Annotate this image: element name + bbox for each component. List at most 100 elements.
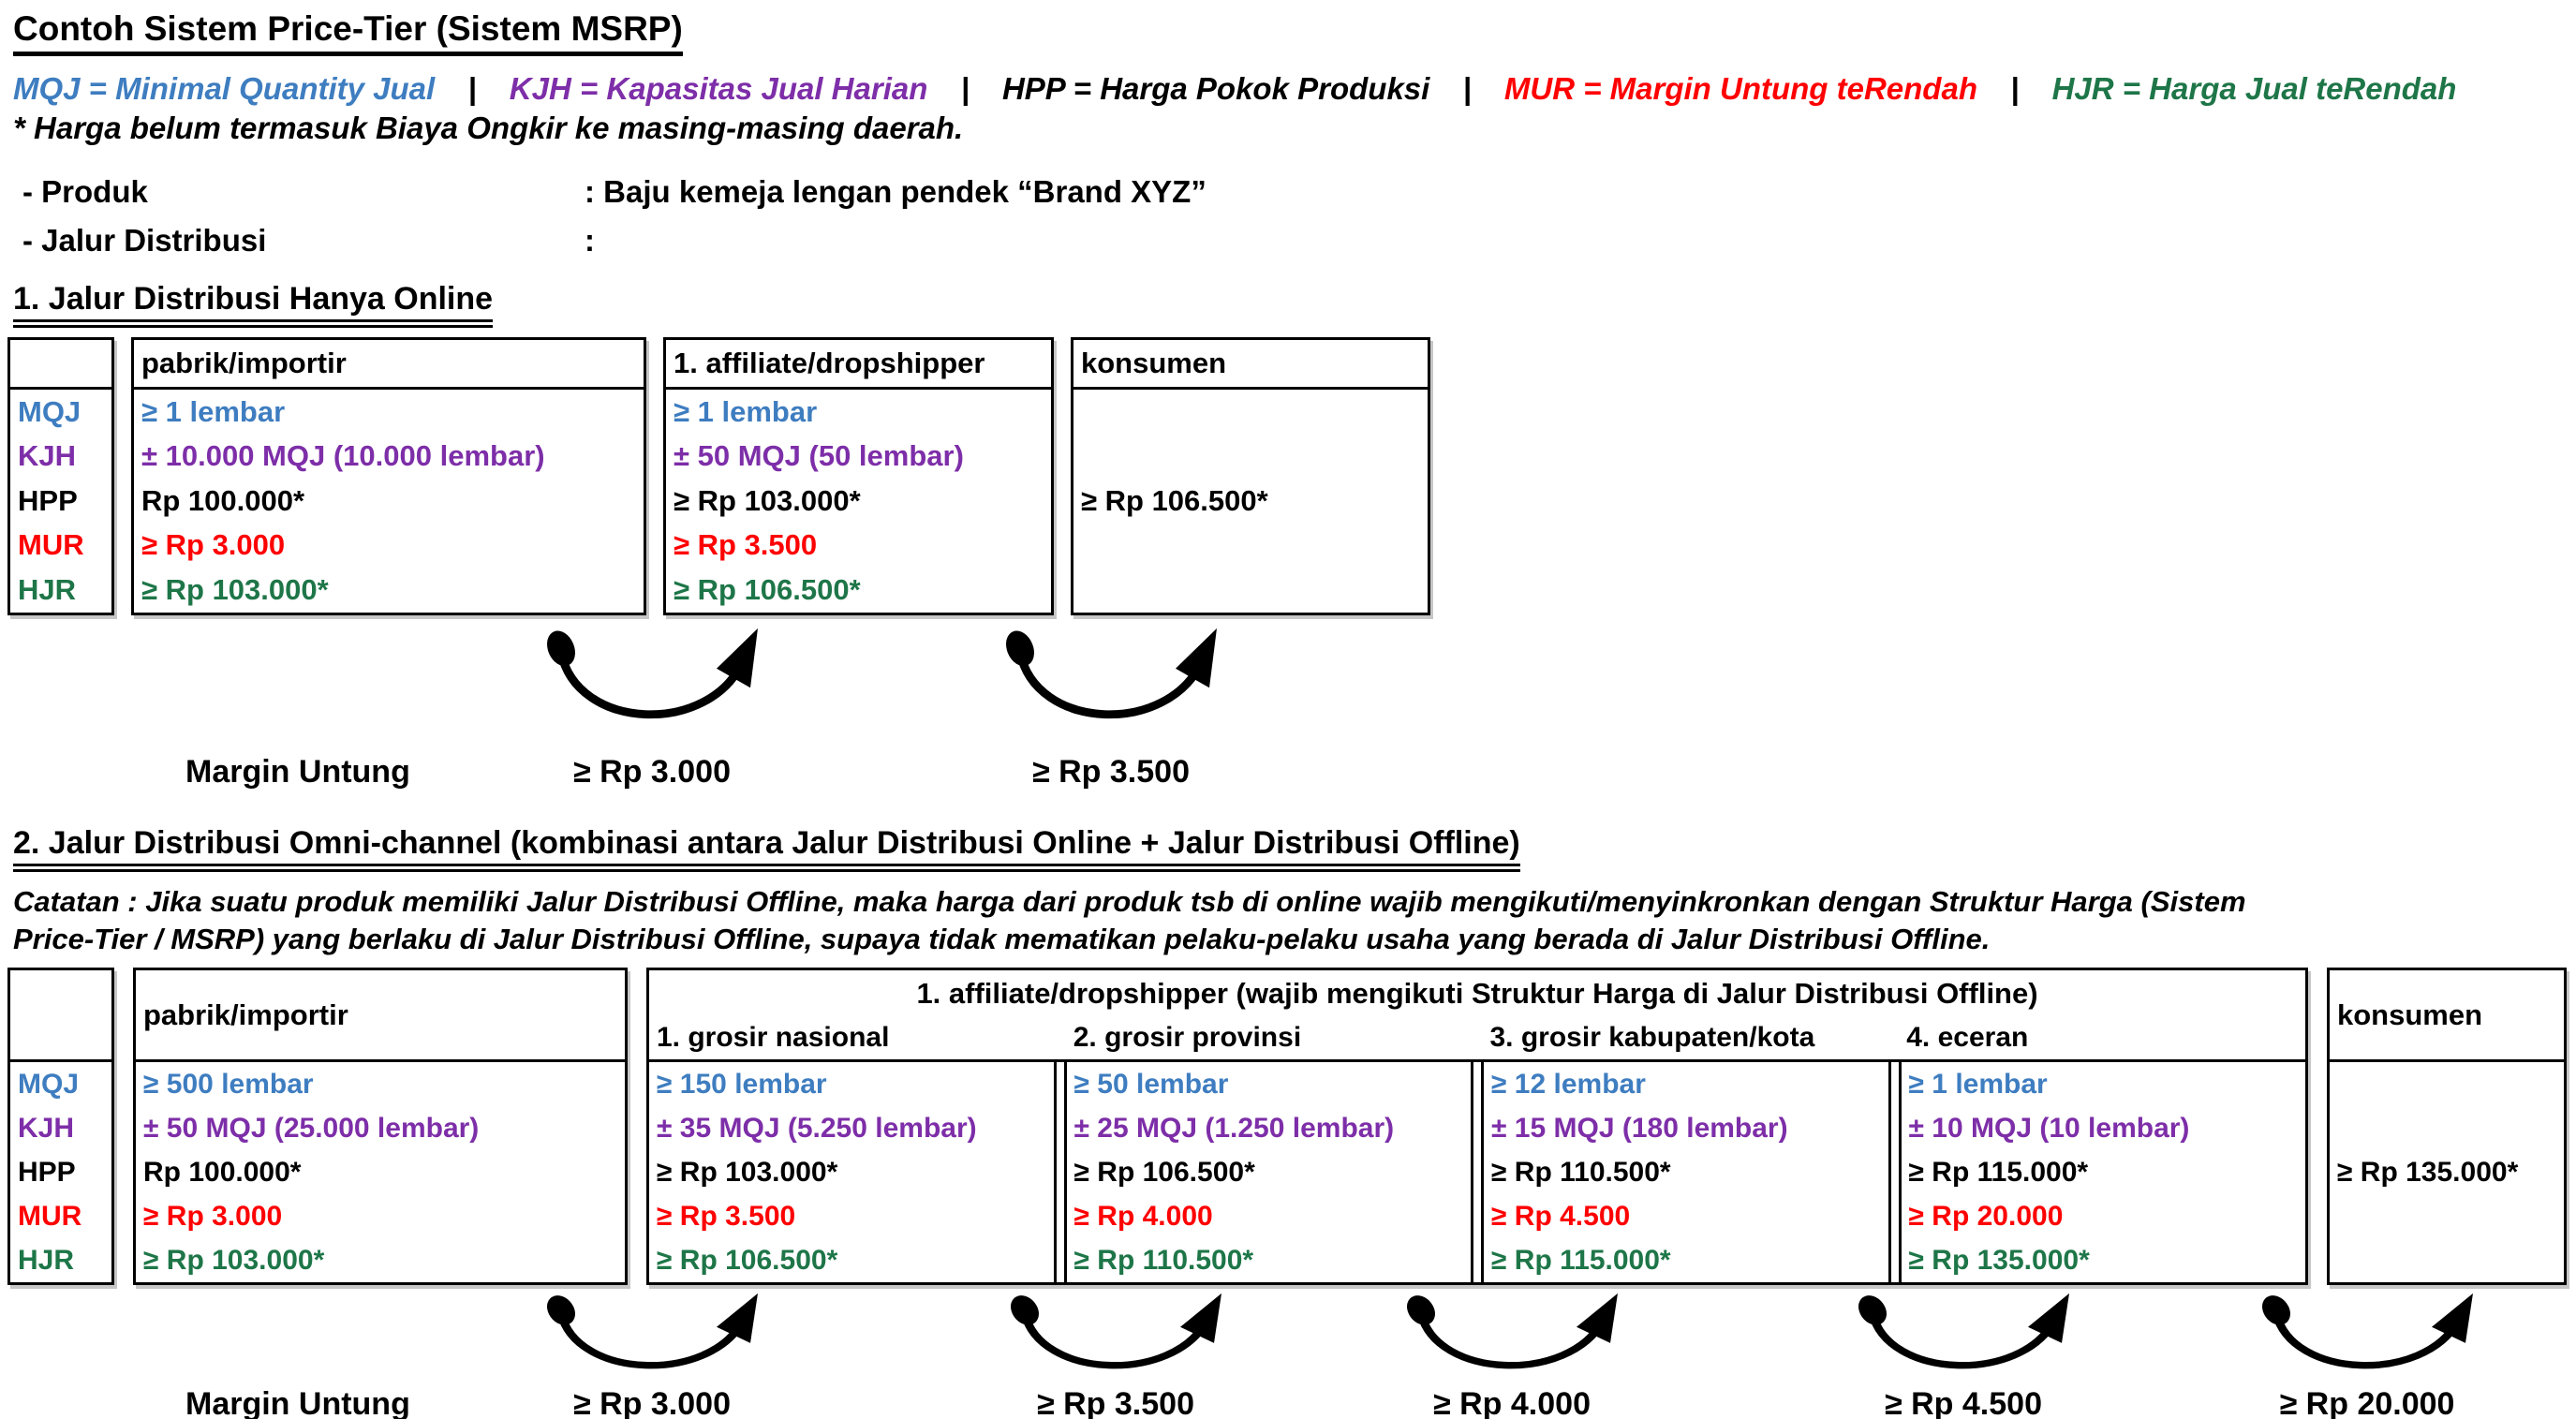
margin-value: ≥ Rp 3.000	[573, 754, 731, 790]
cell-hjr: ≥ Rp 135.000*	[1908, 1244, 2090, 1276]
legend-separator: |	[1462, 71, 1472, 106]
column-affiliate-dropshipper: 1. affiliate/dropshipper ≥ 1 lembar ± 50…	[663, 337, 1054, 615]
legend-separator: |	[467, 71, 477, 106]
empty-header-cell	[10, 970, 111, 1062]
margin-value: ≥ Rp 3.500	[1037, 1386, 1194, 1419]
cell-mur: ≥ Rp 4.500	[1491, 1200, 1631, 1232]
affiliate-group-title: 1. affiliate/dropshipper (wajib mengikut…	[916, 976, 2038, 1010]
cell-hjr: ≥ Rp 106.500*	[674, 572, 861, 606]
legend-item-mqj: MQJ = Minimal Quantity Jual	[13, 71, 436, 106]
margin-untung-label: Margin Untung	[185, 754, 410, 790]
cell-kjh: ± 35 MQJ (5.250 lembar)	[657, 1112, 977, 1144]
cell-mqj: ≥ 12 lembar	[1491, 1068, 1646, 1100]
cell-hpp: ≥ Rp 110.500*	[1491, 1156, 1671, 1188]
empty-header-cell	[10, 340, 111, 390]
margin-value: ≥ Rp 3.000	[573, 1386, 731, 1419]
section2-heading: 2. Jalur Distribusi Omni-channel (kombin…	[13, 825, 1520, 872]
legend-item-mur: MUR = Margin Untung teRendah	[1503, 71, 1977, 106]
cell-mqj: ≥ 1 lembar	[141, 394, 286, 428]
distribution-label: - Jalur Distribusi	[22, 223, 267, 258]
curved-arrow-icon	[547, 628, 758, 718]
cell-hpp: Rp 100.000*	[143, 1156, 302, 1188]
product-row: - Produk : Baju kemeja lengan pendek “Br…	[22, 174, 2576, 210]
cell-mqj: ≥ 150 lembar	[657, 1068, 827, 1100]
column-header: konsumen	[1073, 340, 1428, 390]
catatan-line-2: Price-Tier / MSRP) yang berlaku di Jalur…	[13, 923, 1991, 955]
subcolumn-header-grosir-nasional: 1. grosir nasional	[657, 1022, 890, 1053]
cell-mur: ≥ Rp 3.000	[143, 1200, 283, 1232]
row-label-hjr: HJR	[18, 1244, 75, 1276]
margin-value: ≥ Rp 4.500	[1885, 1386, 2042, 1419]
legend-item-kjh: KJH = Kapasitas Jual Harian	[509, 71, 928, 106]
cell-hjr: ≥ Rp 103.000*	[141, 572, 329, 606]
cell-kjh: ± 15 MQJ (180 lembar)	[1491, 1112, 1788, 1144]
distribution-value: :	[585, 223, 595, 258]
row-label-column: MQJ KJH HPP MUR HJR	[7, 968, 114, 1285]
cell-konsumen-price: ≥ Rp 106.500*	[1081, 484, 1268, 517]
column-header: konsumen	[2330, 970, 2564, 1062]
curved-arrow-icon	[1858, 1293, 2069, 1369]
row-label-mur: MUR	[18, 1200, 82, 1232]
legend-line: MQJ = Minimal Quantity Jual | KJH = Kapa…	[13, 71, 2576, 107]
product-label: - Produk	[22, 174, 148, 209]
column-header: pabrik/importir	[134, 340, 644, 390]
legend-separator: |	[960, 71, 970, 106]
cell-hpp: ≥ Rp 115.000*	[1908, 1156, 2089, 1188]
cell-mur: ≥ Rp 3.500	[657, 1200, 796, 1232]
column-header: pabrik/importir	[136, 970, 625, 1062]
row-label-mur: MUR	[18, 528, 84, 562]
subcolumn-header-eceran: 4. eceran	[1906, 1022, 2029, 1053]
curved-arrow-icon	[2262, 1293, 2473, 1369]
cell-kjh: ± 50 MQJ (50 lembar)	[674, 439, 964, 473]
catatan-line-1: Catatan : Jika suatu produk memiliki Jal…	[13, 885, 2246, 918]
legend-item-hjr: HJR = Harga Jual teRendah	[2051, 71, 2457, 106]
table-omni-channel: MQJ KJH HPP MUR HJR pabrik/importir ≥ 50…	[7, 968, 2576, 1285]
ongkir-note: * Harga belum termasuk Biaya Ongkir ke m…	[13, 111, 964, 145]
cell-mur: ≥ Rp 3.500	[674, 528, 818, 562]
cell-mqj: ≥ 1 lembar	[674, 394, 818, 428]
column-konsumen: konsumen ≥ Rp 106.500*	[1071, 337, 1430, 615]
cell-mur: ≥ Rp 20.000	[1908, 1200, 2064, 1232]
subcolumn-header-grosir-provinsi: 2. grosir provinsi	[1073, 1022, 1302, 1053]
row-label-mqj: MQJ	[18, 1068, 80, 1100]
cell-kjh: ± 25 MQJ (1.250 lembar)	[1073, 1112, 1395, 1144]
cell-konsumen-price: ≥ Rp 135.000*	[2337, 1156, 2519, 1188]
row-label-mqj: MQJ	[18, 394, 81, 428]
subcolumn-header-grosir-kabupaten-kota: 3. grosir kabupaten/kota	[1489, 1022, 1815, 1053]
curved-arrow-icon	[1006, 628, 1217, 718]
column-grosir-provinsi: ≥ 50 lembar ± 25 MQJ (1.250 lembar) ≥ Rp…	[1063, 1062, 1473, 1282]
distribution-row: - Jalur Distribusi :	[22, 223, 2576, 259]
row-label-hjr: HJR	[18, 572, 77, 606]
legend-separator: |	[2010, 71, 2020, 106]
margin-row-omni: Margin Untung ≥ Rp 3.000 ≥ Rp 3.500 ≥ Rp…	[7, 1285, 2576, 1419]
row-label-hpp: HPP	[18, 483, 78, 517]
cell-mqj: ≥ 500 lembar	[143, 1068, 314, 1100]
cell-hpp: ≥ Rp 106.500*	[1073, 1156, 1255, 1188]
column-grosir-nasional: ≥ 150 lembar ± 35 MQJ (5.250 lembar) ≥ R…	[649, 1062, 1057, 1282]
cell-mqj: ≥ 50 lembar	[1073, 1068, 1229, 1100]
cell-hjr: ≥ Rp 106.500*	[657, 1244, 838, 1276]
affiliate-group-header: 1. affiliate/dropshipper (wajib mengikut…	[649, 970, 2305, 1062]
product-value: : Baju kemeja lengan pendek “Brand XYZ”	[585, 174, 1207, 209]
column-konsumen: konsumen ≥ Rp 135.000*	[2327, 968, 2567, 1285]
margin-value: ≥ Rp 20.000	[2279, 1386, 2455, 1419]
row-label-hpp: HPP	[18, 1156, 76, 1188]
column-eceran: ≥ 1 lembar ± 10 MQJ (10 lembar) ≥ Rp 115…	[1898, 1062, 2306, 1282]
curved-arrow-icon	[547, 1293, 758, 1369]
cell-mur: ≥ Rp 4.000	[1073, 1200, 1213, 1232]
margin-row-online: Margin Untung ≥ Rp 3.000 ≥ Rp 3.500	[7, 615, 2576, 803]
page-title: Contoh Sistem Price-Tier (Sistem MSRP)	[13, 9, 683, 56]
catatan-note: Catatan : Jika suatu produk memiliki Jal…	[13, 883, 2576, 958]
column-header: 1. affiliate/dropshipper	[666, 340, 1051, 390]
cell-hpp: Rp 100.000*	[141, 483, 305, 517]
margin-value: ≥ Rp 3.500	[1032, 754, 1190, 790]
margin-value: ≥ Rp 4.000	[1433, 1386, 1591, 1419]
affiliate-group: 1. affiliate/dropshipper (wajib mengikut…	[646, 968, 2308, 1285]
cell-mur: ≥ Rp 3.000	[141, 528, 286, 562]
table-online-only: MQJ KJH HPP MUR HJR pabrik/importir ≥ 1 …	[7, 337, 2576, 615]
cell-kjh: ± 10.000 MQJ (10.000 lembar)	[141, 439, 545, 473]
cell-hjr: ≥ Rp 110.500*	[1073, 1244, 1254, 1276]
column-grosir-kabupaten-kota: ≥ 12 lembar ± 15 MQJ (180 lembar) ≥ Rp 1…	[1481, 1062, 1891, 1282]
cell-hjr: ≥ Rp 115.000*	[1491, 1244, 1671, 1276]
